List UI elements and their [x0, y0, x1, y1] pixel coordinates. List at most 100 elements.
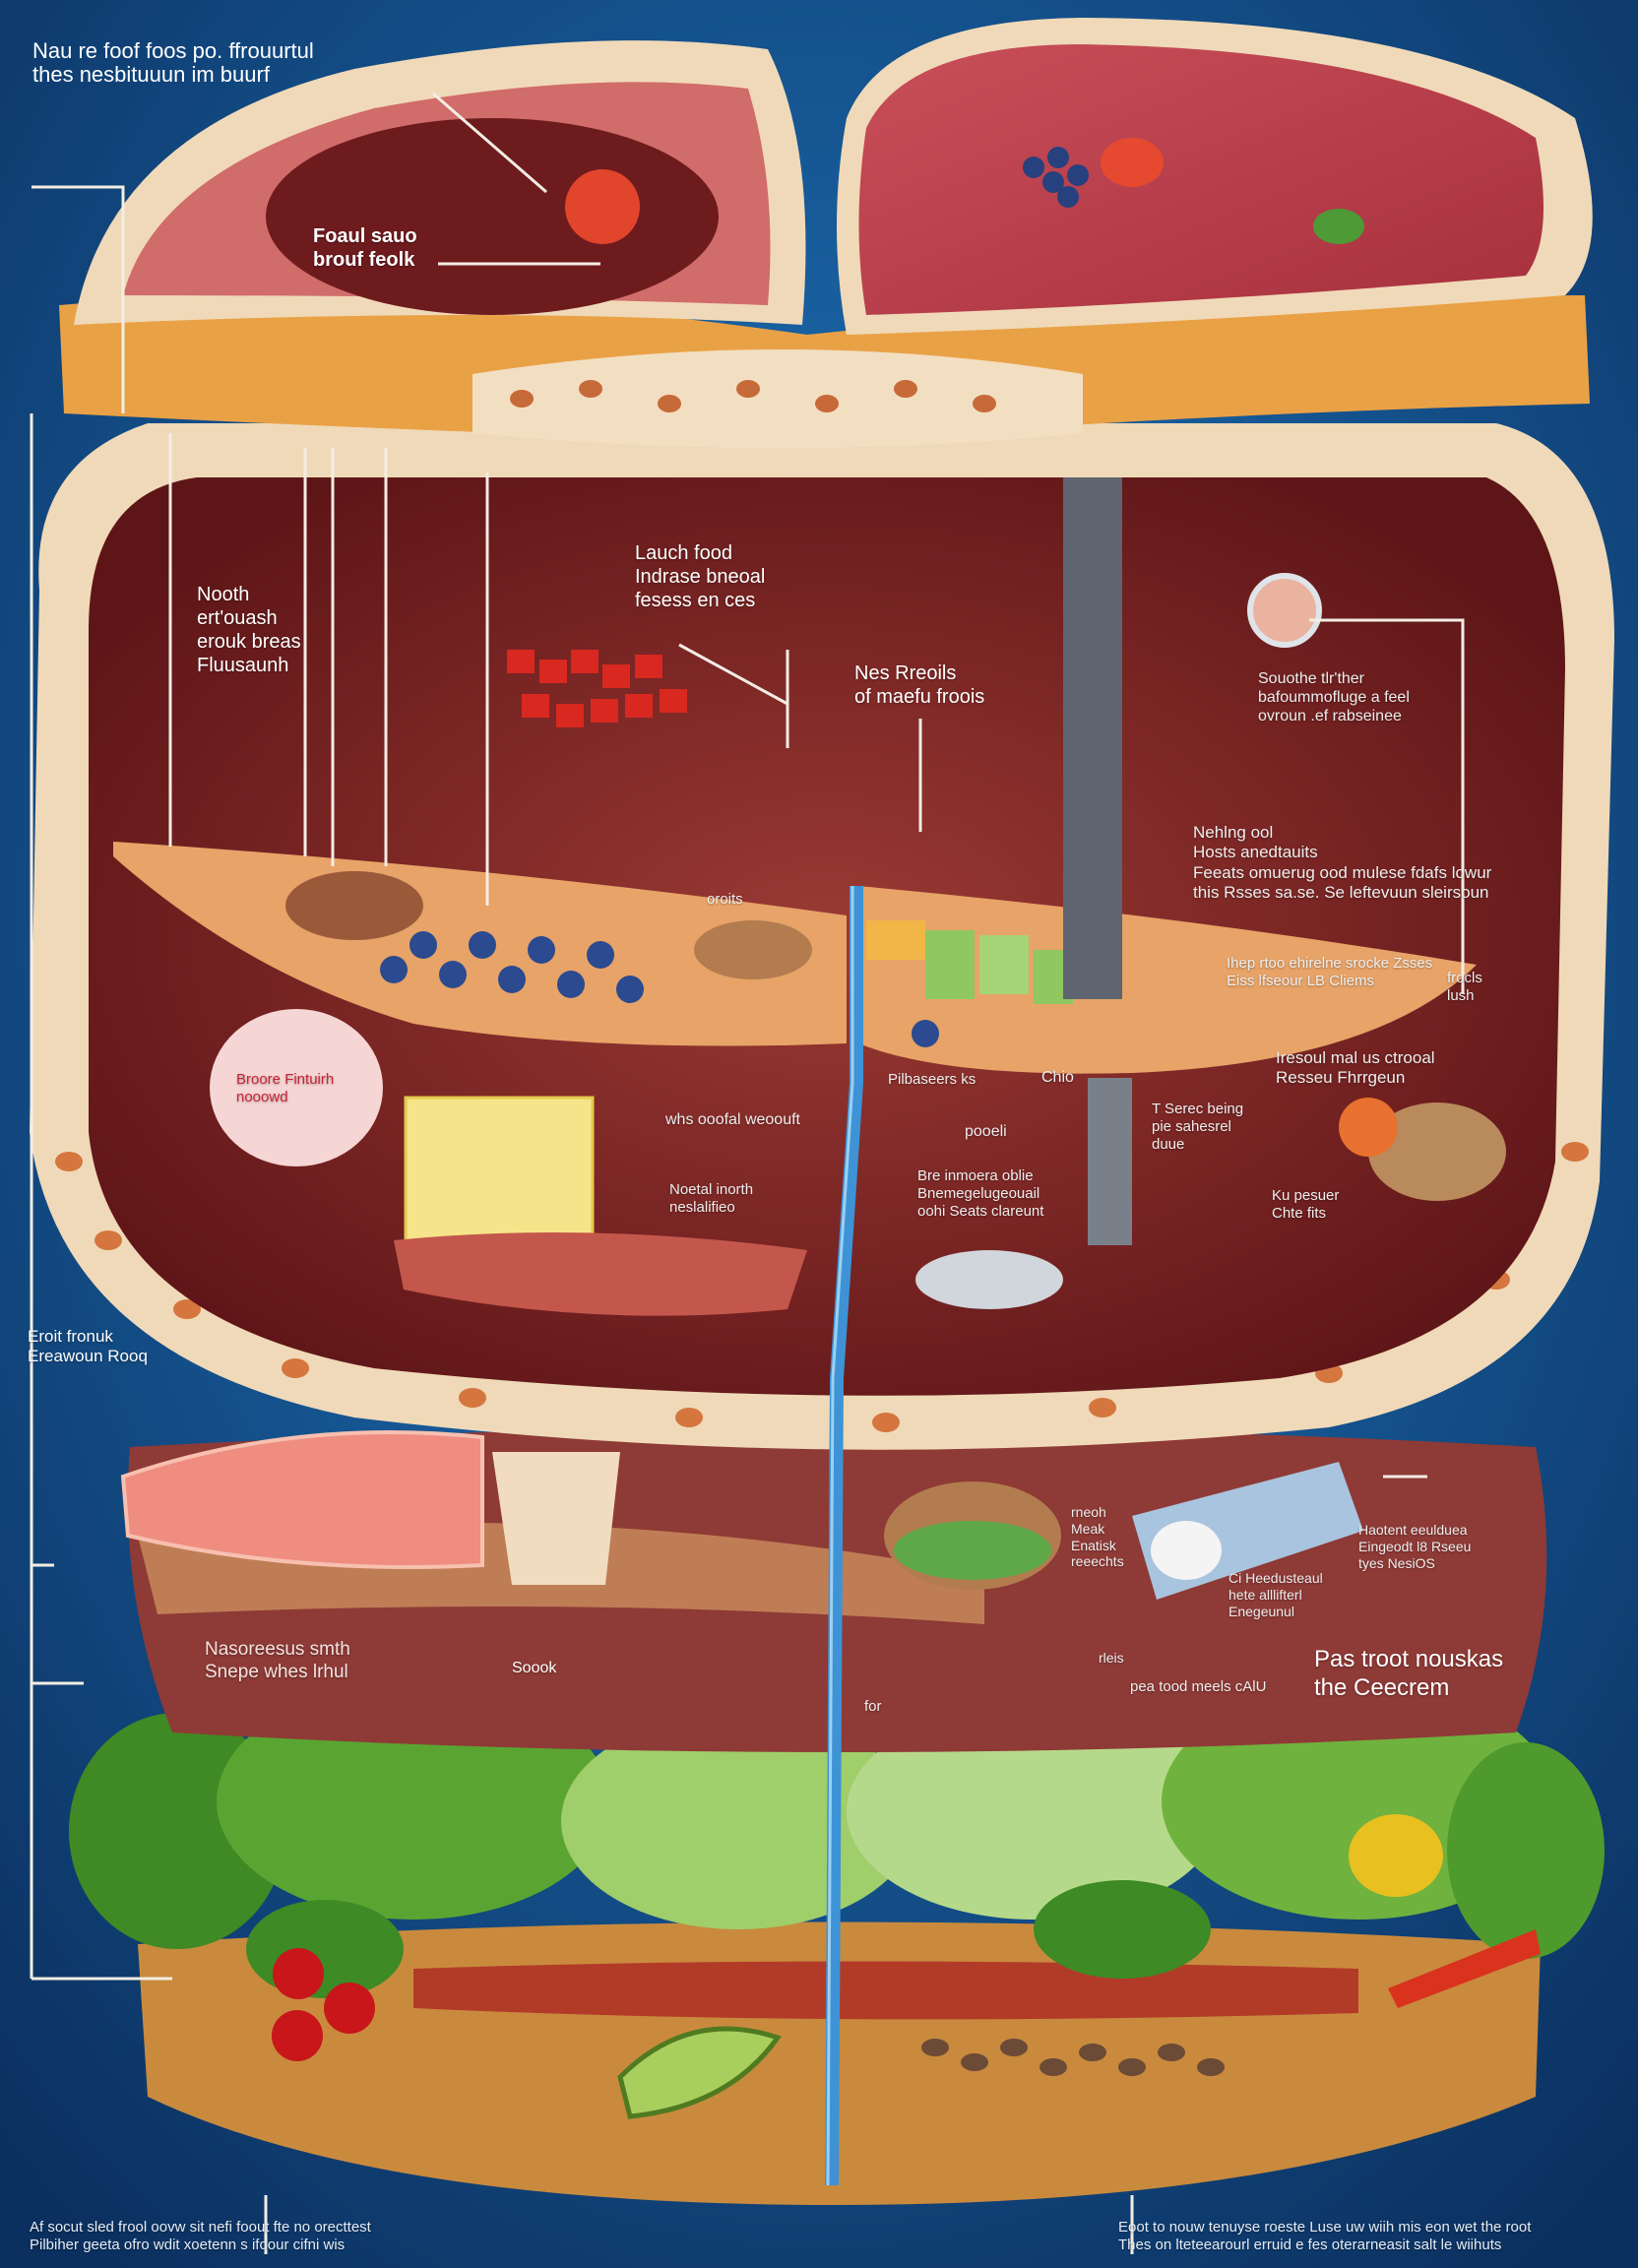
- label-bottom-left: Af socut sled frool oovw sit nefi foout …: [30, 2219, 371, 2254]
- label-line: Nooth: [197, 584, 250, 605]
- label-line: Lauch food: [635, 542, 732, 564]
- label-pilbaseers: Pilbaseers ks: [888, 1071, 976, 1089]
- label-line: Pas troot nouskas: [1314, 1646, 1504, 1672]
- salt: [1151, 1521, 1222, 1580]
- label-line: Resseu Fhrrgeun: [1276, 1068, 1406, 1088]
- label-line: Eiss lfseour LB Cliems: [1227, 973, 1375, 989]
- label-line: oohi Seats clareunt: [917, 1203, 1044, 1220]
- title-line: Nau re foof foos po. ffrouurtul: [32, 38, 314, 63]
- label-line: Pilbiher geeta ofro wdit xoetenn s ifoou…: [30, 2236, 346, 2253]
- sauce-strip: [413, 1961, 1358, 2020]
- label-line: Bnemegelugeouail: [917, 1185, 1040, 1202]
- blue-tube: [825, 886, 863, 2186]
- salmon-fillet: [120, 1430, 484, 1569]
- label-line: bafoummofluge a feel: [1258, 689, 1410, 707]
- label-line: for: [864, 1698, 882, 1715]
- small-dish-icon: [1247, 573, 1322, 648]
- label-line: frocls: [1447, 970, 1482, 986]
- label-line: Meak: [1071, 1520, 1105, 1537]
- label-line: tyes NesiOS: [1358, 1554, 1435, 1571]
- label-pea: pea tood meels cAlU: [1130, 1678, 1266, 1696]
- label-pooeli: pooeli: [965, 1122, 1007, 1141]
- label-line: Souothe tlr'ther: [1258, 670, 1365, 687]
- label-line: erouk breas: [197, 631, 301, 653]
- grain-pile: [285, 871, 423, 940]
- bowl-greens: [894, 1521, 1051, 1580]
- fruit-cup: [492, 1452, 620, 1585]
- quinoa-dish: [694, 920, 812, 979]
- plate-tomato: [915, 1250, 1063, 1309]
- label-line: Enegeunul: [1228, 1603, 1294, 1619]
- nuts-seeds: [921, 2039, 1225, 2076]
- grey-pipe-lower: [1088, 1078, 1132, 1245]
- meat-strip: [394, 1232, 807, 1316]
- label-line: ovroun .ef rabseinee: [1258, 708, 1402, 725]
- label-line: T Serec being: [1152, 1101, 1244, 1117]
- avocado-slice: [617, 2026, 783, 2119]
- label-line: Noetal inorth: [669, 1181, 754, 1198]
- yellow-pepper: [1349, 1814, 1443, 1897]
- grey-pipe: [1063, 477, 1122, 999]
- basil-leaf: [1313, 209, 1364, 244]
- label-line: Snepe whes lrhul: [205, 1661, 348, 1682]
- label-line: lush: [1447, 987, 1475, 1004]
- label-line: Ereawoun Rooq: [28, 1347, 148, 1366]
- label-line: the Ceecrem: [1314, 1673, 1450, 1701]
- label-line: Haotent eeulduea: [1358, 1522, 1468, 1538]
- label-line: nooowd: [236, 1089, 288, 1105]
- label-line: Chio: [1041, 1069, 1074, 1086]
- label-bottom-right: Eoot to nouw tenuyse roeste Luse uw wiih…: [1118, 2219, 1531, 2254]
- red-pepper-strip: [1388, 1929, 1541, 2008]
- top-left-slice-cavity: [266, 118, 719, 315]
- label-oroits: oroits: [707, 891, 743, 909]
- label-line: Feeats omuerug ood mulese fdafs lowur: [1193, 862, 1492, 882]
- label-line: ert'ouash: [197, 607, 278, 629]
- blueberries: [380, 931, 939, 1047]
- infographic-title: Nau re foof foos po. ffrouurtul thes nes…: [32, 38, 314, 88]
- label-line: Af socut sled frool oovw sit nefi foout …: [30, 2219, 371, 2236]
- title-line: thes nesbituuun im buurf: [32, 62, 270, 88]
- label-line: pooeli: [965, 1123, 1007, 1140]
- label-line: pea tood meels cAlU: [1130, 1678, 1267, 1695]
- butter-block: [404, 1096, 595, 1245]
- label-line: Nes Rreoils: [854, 662, 957, 684]
- label-line: brouf feolk: [313, 249, 415, 271]
- tomato: [565, 169, 640, 244]
- label-ror: for: [864, 1698, 882, 1716]
- label-line: Hosts anedtauits: [1193, 843, 1318, 862]
- label-chio: Chio: [1041, 1068, 1074, 1087]
- label-line: Ku pesuer: [1272, 1187, 1340, 1204]
- label-whs: whs ooofal weoouft: [665, 1110, 800, 1129]
- label-line: pie sahesrel: [1152, 1118, 1231, 1135]
- label-line: Enatisk: [1071, 1537, 1116, 1553]
- blue-tube-highlight: [826, 886, 854, 2186]
- label-line: fesess en ces: [635, 590, 756, 611]
- label-line: hete alllifterl: [1228, 1586, 1302, 1603]
- label-line: Nasoreesus smth: [205, 1639, 350, 1660]
- label-line: Bre inmoera oblie: [917, 1167, 1034, 1184]
- label-line: oroits: [707, 891, 743, 908]
- label-line: rleis: [1099, 1650, 1124, 1666]
- label-line: Fluusaunh: [197, 655, 289, 676]
- label-line: Broore Fintuirh: [236, 1071, 335, 1088]
- nut-border: [55, 1142, 1589, 1432]
- label-line: Foaul sauo: [313, 225, 417, 247]
- nut-layer: [472, 349, 1083, 448]
- blueberries-top: [1023, 147, 1089, 208]
- label-line: Iresoul mal us ctrooal: [1276, 1048, 1435, 1067]
